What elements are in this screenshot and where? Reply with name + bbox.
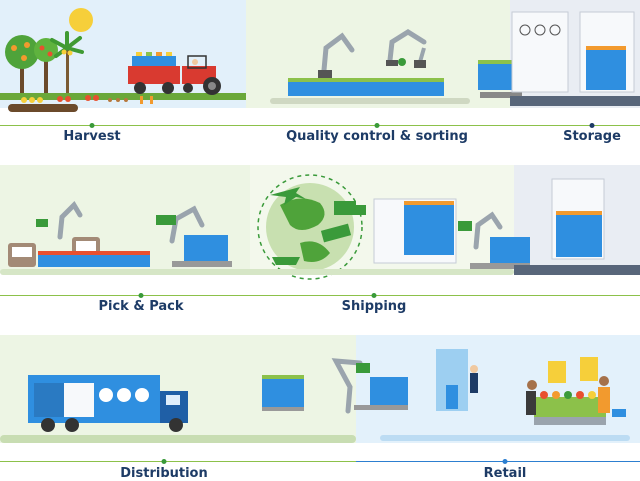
crop-plants-icon bbox=[21, 95, 153, 104]
pick-pack-conveyor-icon bbox=[38, 235, 232, 267]
delivery-truck-icon bbox=[28, 375, 188, 432]
quality-marker bbox=[374, 123, 380, 128]
conveyor-crates-icon bbox=[270, 78, 470, 104]
truck-icon bbox=[334, 201, 366, 215]
cold-storage-room-icon bbox=[511, 11, 635, 93]
store-door-worker-icon bbox=[436, 349, 478, 411]
robot-arm-icon bbox=[318, 29, 427, 78]
stage-label-retail: Retail bbox=[483, 466, 527, 481]
stage-label-distribution: Distribution bbox=[120, 466, 208, 481]
robot-arm-icon bbox=[458, 211, 503, 250]
shipping-marker bbox=[371, 293, 377, 298]
shipping-conveyor-icon bbox=[470, 237, 530, 269]
row2-divider-line bbox=[0, 295, 640, 296]
row-harvest-quality-storage bbox=[0, 0, 640, 112]
retail-marker bbox=[502, 459, 508, 464]
row3-divider-line-blue bbox=[356, 461, 640, 462]
shopper-icon bbox=[526, 376, 626, 417]
distribution-marker bbox=[161, 459, 167, 464]
storage-marker bbox=[589, 123, 595, 128]
globe-logistics-icon bbox=[257, 174, 363, 280]
stage-label-harvest: Harvest bbox=[63, 129, 121, 144]
row-distribution-retail bbox=[0, 335, 640, 443]
sun-icon bbox=[69, 8, 93, 32]
cold-storage-room-icon bbox=[551, 178, 605, 260]
shipping-container-icon bbox=[373, 198, 457, 264]
row1-divider-line bbox=[0, 125, 640, 126]
robot-arm-icon bbox=[36, 200, 205, 244]
stage-label-shipping: Shipping bbox=[341, 299, 407, 314]
pickpack-marker bbox=[138, 293, 144, 298]
harvest-marker bbox=[89, 123, 95, 128]
stage-label-quality: Quality control & sorting bbox=[286, 129, 468, 144]
posters-icon bbox=[548, 357, 598, 383]
stage-label-pickpack: Pick & Pack bbox=[98, 299, 184, 314]
palm-tree-icon bbox=[50, 31, 84, 95]
fruit-tree-icon bbox=[5, 35, 58, 95]
distribution-crates-icon bbox=[262, 375, 304, 411]
harvest-ground bbox=[0, 93, 246, 100]
produce-stand-icon bbox=[534, 391, 606, 425]
robot-arm-icon bbox=[331, 358, 408, 414]
ship-icon bbox=[272, 223, 352, 265]
row-pickpack-shipping bbox=[0, 165, 640, 280]
airplane-icon bbox=[270, 187, 306, 205]
tractor-icon bbox=[128, 52, 221, 95]
stage-label-storage: Storage bbox=[563, 129, 621, 144]
row3-divider-line-green bbox=[0, 461, 356, 462]
